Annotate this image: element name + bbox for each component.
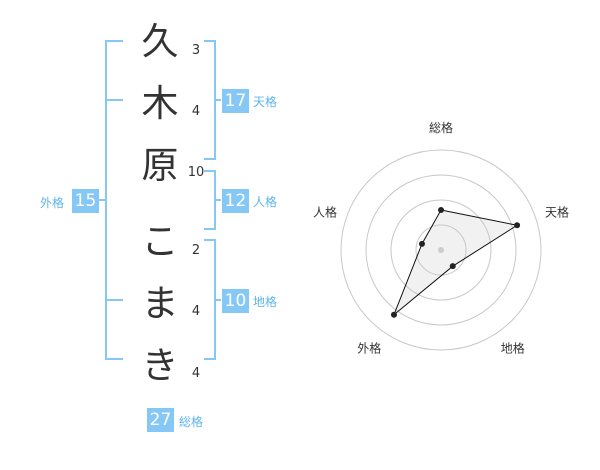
- name-char-1: 久: [141, 20, 179, 63]
- radar-point-4: [390, 311, 397, 318]
- radar-point-3: [449, 263, 456, 270]
- gaikaku-bracket-tick: [105, 99, 123, 101]
- name-char-6: き: [141, 344, 179, 387]
- chikaku-label: 地格: [253, 295, 278, 309]
- tenkaku-value-badge: 17: [222, 89, 249, 113]
- stroke-count-5: 4: [191, 304, 201, 319]
- radar-axis-label-4: 外格: [357, 341, 381, 356]
- radar-axis-label-5: 人格: [313, 204, 337, 219]
- stroke-count-2: 4: [191, 104, 201, 119]
- radar-point-1: [438, 207, 444, 213]
- radar-data-polygon: [393, 209, 519, 316]
- stroke-count-6: 4: [191, 366, 201, 381]
- stroke-count-3: 10: [187, 165, 205, 180]
- radar-grid-ring: [390, 199, 492, 301]
- gaikaku-bracket: [105, 40, 123, 360]
- radar-grid-ring: [365, 174, 517, 326]
- chikaku-bracket-tick: [214, 299, 221, 301]
- chikaku-value-badge: 10: [222, 289, 249, 313]
- soukaku-value-badge: 27: [147, 408, 174, 432]
- radar-axis-label-2: 天格: [545, 204, 569, 219]
- radar-point-5: [418, 240, 425, 247]
- jinkaku-label: 人格: [253, 195, 278, 209]
- radar-point-2: [514, 222, 521, 229]
- name-char-4: こ: [141, 220, 179, 263]
- jinkaku-bracket-tick: [214, 199, 221, 201]
- stroke-count-4: 2: [191, 243, 201, 258]
- radar-axis-label-3: 地格: [501, 341, 525, 356]
- radar-grid-ring: [415, 224, 467, 276]
- name-char-5: ま: [141, 282, 179, 325]
- gaikaku-bracket-tick: [105, 299, 123, 301]
- gaikaku-value-badge: 15: [72, 189, 99, 213]
- jinkaku-value-badge: 12: [222, 189, 249, 213]
- tenkaku-label: 天格: [253, 95, 278, 109]
- soukaku-label: 総格: [179, 415, 204, 429]
- radar-center-dot: [438, 247, 444, 253]
- gaikaku-label: 外格: [40, 196, 65, 210]
- name-char-2: 木: [141, 82, 179, 125]
- radar-axis-label-1: 総格: [429, 120, 453, 135]
- name-char-3: 原: [141, 144, 179, 187]
- radar-grid-ring: [340, 149, 542, 351]
- tenkaku-bracket-tick: [214, 99, 221, 101]
- gaikaku-bracket-tick: [98, 199, 105, 201]
- stroke-count-1: 3: [191, 43, 201, 58]
